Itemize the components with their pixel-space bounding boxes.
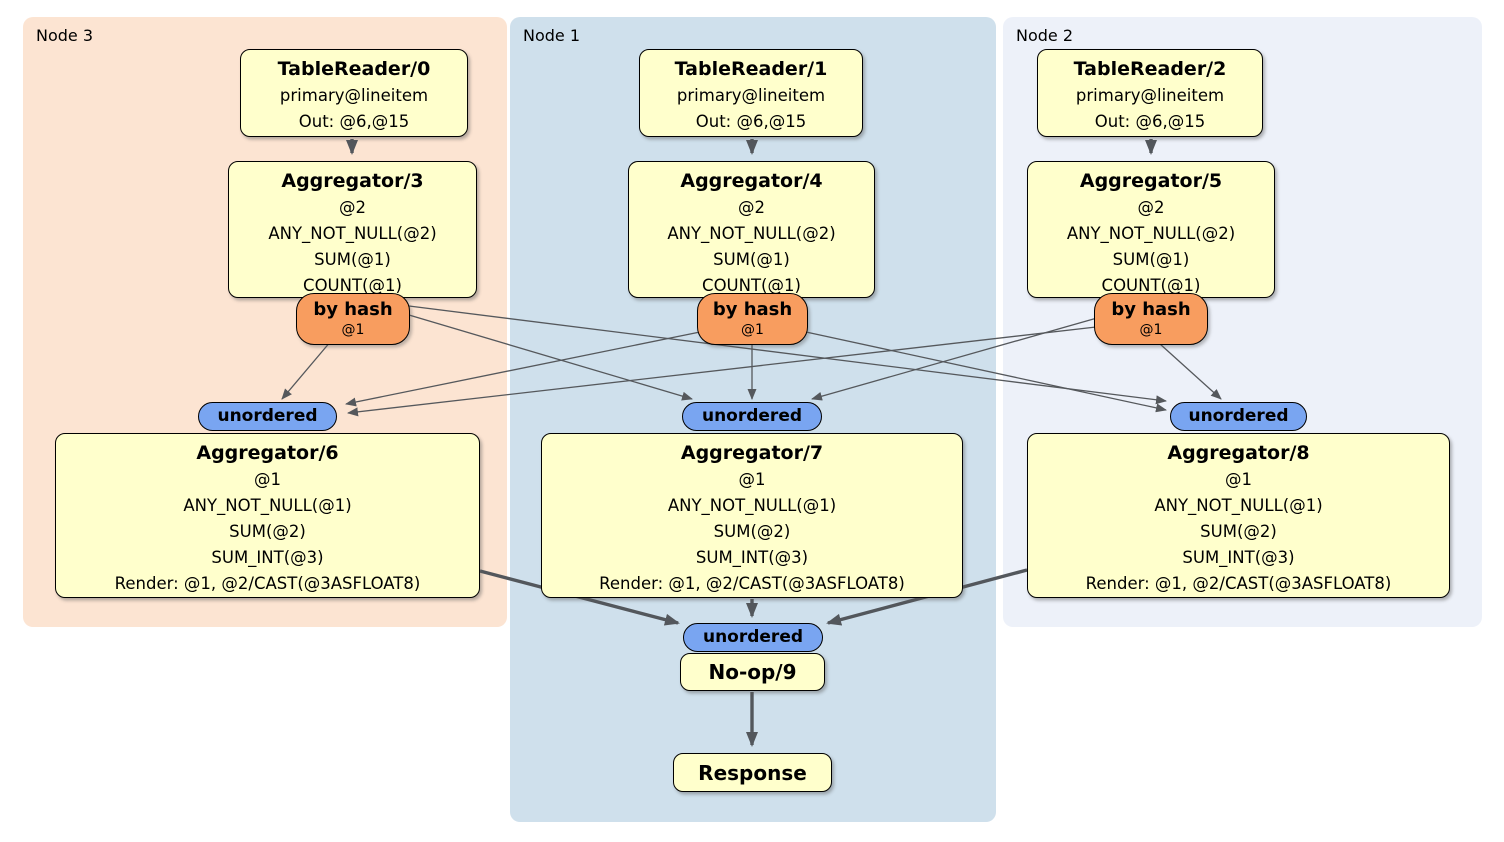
stream-label: unordered	[701, 406, 803, 426]
processor-noop-9: No-op/9	[680, 653, 825, 691]
processor-line: primary@lineitem	[1075, 86, 1225, 105]
processor-line: @2	[1137, 198, 1165, 217]
processor-aggregator-4: Aggregator/4 @2 ANY_NOT_NULL(@2) SUM(@1)…	[628, 161, 875, 298]
processor-line: SUM_INT(@3)	[1182, 548, 1295, 567]
processor-line: ANY_NOT_NULL(@2)	[268, 224, 437, 243]
processor-response: Response	[673, 753, 832, 792]
processor-line: SUM(@1)	[314, 250, 391, 269]
processor-title: TableReader/1	[674, 58, 828, 80]
stream-unordered-node3: unordered	[198, 402, 337, 431]
processor-line: Render: @1, @2/CAST(@3ASFLOAT8)	[114, 574, 421, 593]
processor-title: TableReader/0	[277, 58, 431, 80]
processor-title: Aggregator/6	[196, 442, 339, 464]
processor-line: SUM(@2)	[1200, 522, 1277, 541]
processor-line: ANY_NOT_NULL(@2)	[1066, 224, 1236, 243]
router-label: by hash	[313, 299, 393, 320]
processor-aggregator-7: Aggregator/7 @1 ANY_NOT_NULL(@1) SUM(@2)…	[541, 433, 963, 598]
processor-aggregator-8: Aggregator/8 @1 ANY_NOT_NULL(@1) SUM(@2)…	[1027, 433, 1450, 598]
processor-line: @2	[738, 198, 765, 217]
processor-tablereader-0: TableReader/0 primary@lineitem Out: @6,@…	[240, 49, 468, 137]
processor-line: SUM(@1)	[1112, 250, 1190, 269]
processor-line: ANY_NOT_NULL(@1)	[1154, 496, 1323, 515]
processor-line: SUM_INT(@3)	[211, 548, 324, 567]
processor-line: COUNT(@1)	[303, 276, 402, 295]
processor-title: Aggregator/5	[1079, 170, 1223, 192]
processor-line: ANY_NOT_NULL(@1)	[183, 496, 352, 515]
processor-aggregator-6: Aggregator/6 @1 ANY_NOT_NULL(@1) SUM(@2)…	[55, 433, 480, 598]
processor-line: ANY_NOT_NULL(@1)	[667, 496, 837, 515]
router-detail: @1	[1139, 322, 1163, 338]
processor-aggregator-5: Aggregator/5 @2 ANY_NOT_NULL(@2) SUM(@1)…	[1027, 161, 1275, 298]
stream-unordered-node1: unordered	[682, 402, 822, 431]
processor-line: Render: @1, @2/CAST(@3ASFLOAT8)	[599, 574, 905, 593]
processor-title: Aggregator/8	[1167, 442, 1310, 464]
processor-line: primary@lineitem	[279, 86, 429, 105]
router-by-hash-1: by hash @1	[697, 293, 808, 345]
processor-aggregator-3: Aggregator/3 @2 ANY_NOT_NULL(@2) SUM(@1)…	[228, 161, 477, 298]
processor-line: SUM(@1)	[713, 250, 790, 269]
processor-title: Aggregator/3	[281, 170, 424, 192]
stream-unordered-node2: unordered	[1170, 402, 1307, 431]
router-label: by hash	[1111, 299, 1191, 320]
router-stream-edges	[281, 305, 1222, 417]
processor-line: ANY_NOT_NULL(@2)	[667, 224, 836, 243]
router-detail: @1	[341, 322, 365, 338]
processor-line: COUNT(@1)	[1101, 276, 1201, 295]
processor-line: Out: @6,@15	[1094, 112, 1206, 131]
processor-title: Aggregator/4	[680, 170, 823, 192]
processor-line: SUM(@2)	[229, 522, 306, 541]
router-label: by hash	[712, 299, 793, 320]
processor-line: COUNT(@1)	[702, 276, 801, 295]
processor-line: primary@lineitem	[676, 86, 826, 105]
processor-line: @1	[738, 470, 766, 489]
processor-title: Response	[698, 760, 807, 785]
processor-title: No-op/9	[708, 660, 797, 684]
stream-unordered-final: unordered	[683, 623, 823, 652]
processor-line: @1	[254, 470, 281, 489]
processor-line: @1	[1225, 470, 1252, 489]
processor-line: Out: @6,@15	[695, 112, 807, 131]
processor-tablereader-2: TableReader/2 primary@lineitem Out: @6,@…	[1037, 49, 1263, 137]
processor-title: Aggregator/7	[680, 442, 824, 464]
processor-title: TableReader/2	[1073, 58, 1227, 80]
stream-label: unordered	[1188, 406, 1289, 426]
stream-label: unordered	[217, 406, 318, 426]
node-2-label: Node 2	[1016, 26, 1074, 45]
node-3-label: Node 3	[36, 26, 94, 45]
router-by-hash-0: by hash @1	[296, 293, 410, 345]
processor-line: Render: @1, @2/CAST(@3ASFLOAT8)	[1085, 574, 1392, 593]
processor-line: SUM(@2)	[713, 522, 791, 541]
processor-line: @2	[339, 198, 366, 217]
router-by-hash-2: by hash @1	[1094, 293, 1208, 345]
processor-line: SUM_INT(@3)	[695, 548, 809, 567]
router-detail: @1	[741, 322, 764, 338]
stream-label: unordered	[702, 627, 804, 647]
processor-tablereader-1: TableReader/1 primary@lineitem Out: @6,@…	[639, 49, 863, 137]
processor-line: Out: @6,@15	[298, 112, 410, 131]
node-1-label: Node 1	[523, 26, 581, 45]
